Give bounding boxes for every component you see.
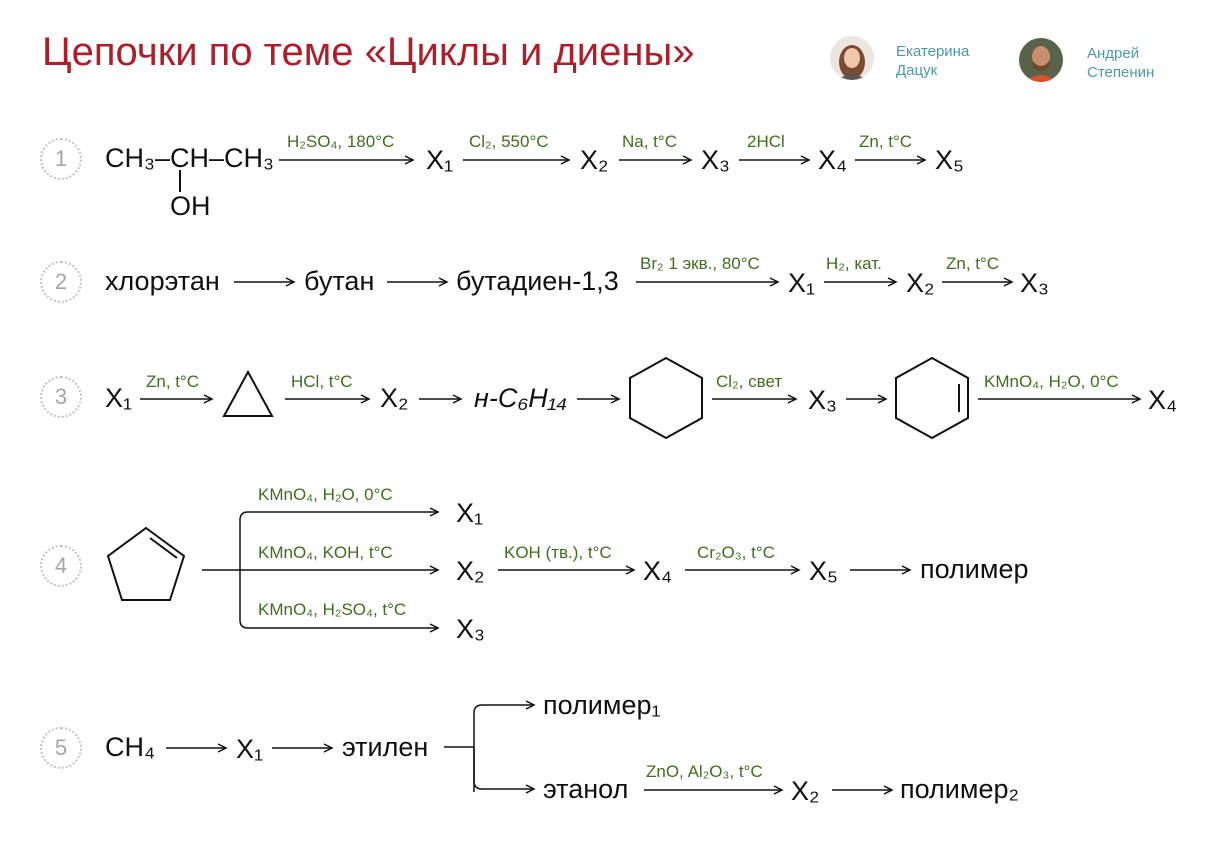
chain2-item: бутан — [304, 266, 375, 296]
author-first-name: Екатерина — [896, 43, 970, 60]
author-name-ekaterina: Екатерина Дацук — [896, 42, 969, 80]
arrow — [855, 155, 927, 165]
chain5-item: этанол — [543, 774, 629, 804]
author-name-andrey: Андрей Степенин — [1087, 44, 1154, 82]
chain3-condition: Zn, t°C — [146, 372, 200, 391]
arrow — [234, 277, 296, 287]
cyclohexane-structure — [629, 356, 703, 440]
chain5-item: полимер₂ — [900, 774, 1019, 804]
chain1-condition: 2HCl — [747, 132, 785, 151]
chain1-product: X₅ — [935, 145, 964, 175]
arrow — [387, 277, 449, 287]
chain2-item: бутадиен-1,3 — [456, 266, 619, 296]
chain-number: 3 — [40, 376, 82, 418]
chain2-item: хлорэтан — [105, 266, 220, 296]
arrow — [644, 785, 784, 795]
chain1-condition: Cl₂, 550°C — [469, 132, 549, 151]
arrow — [850, 565, 912, 575]
cyclohexene-structure — [895, 356, 969, 440]
branch-arrows — [444, 700, 536, 794]
arrow — [942, 277, 1014, 287]
chain4-branch-condition: KMnO₄, H₂O, 0°C — [258, 485, 393, 504]
chain3-item: X₂ — [380, 383, 409, 413]
chain4-branch-product: X₂ — [456, 556, 485, 586]
chain4-branch-condition: KMnO₄, KOH, t°C — [258, 543, 393, 562]
arrow — [498, 565, 636, 575]
chain5-item: X₂ — [791, 776, 820, 806]
author-last-name: Степенин — [1087, 64, 1155, 81]
chain2-condition: Zn, t°C — [946, 254, 1000, 273]
arrow — [285, 394, 371, 404]
chain5-item: CH₄ — [105, 732, 156, 762]
author-last-name: Дацук — [896, 62, 938, 79]
chain3-item: X₃ — [808, 385, 838, 415]
arrow — [978, 394, 1142, 404]
branch-arrows — [202, 507, 440, 633]
author-photo-ekaterina — [830, 36, 874, 80]
chain5-condition: ZnO, Al₂O₃, t°C — [646, 762, 763, 781]
chain2-condition: Br₂ 1 экв., 80°C — [640, 254, 760, 273]
chain2-item: X₃ — [1020, 268, 1050, 298]
chain3-item: н-C₆H₁₄ — [474, 383, 568, 413]
arrow — [832, 785, 894, 795]
chain-number: 4 — [40, 545, 82, 587]
arrow — [739, 155, 811, 165]
chain3-item: X₁ — [105, 383, 133, 413]
chain4-item: X₅ — [809, 556, 838, 586]
chain3-condition: Cl₂, свет — [716, 372, 783, 391]
chain4-condition: KOH (тв.), t°C — [504, 543, 612, 562]
chain1-substituent: OH — [170, 191, 211, 221]
chain-number: 5 — [40, 727, 82, 769]
chain2-condition: H₂, кат. — [826, 254, 882, 273]
arrow — [272, 743, 334, 753]
chain1-condition: Zn, t°C — [859, 132, 913, 151]
cyclopropane-structure — [222, 369, 274, 417]
chain1-product: X₃ — [701, 145, 731, 175]
chain4-branch-product: X₃ — [456, 614, 486, 644]
page-title: Цепочки по теме «Циклы и диены» — [42, 30, 695, 74]
arrow — [619, 155, 693, 165]
arrow — [577, 394, 621, 404]
chain4-item: X₄ — [643, 556, 673, 586]
chain1-condition: H₂SO₄, 180°C — [287, 132, 395, 151]
chain5-item: этилен — [342, 732, 429, 762]
chain1-condition: Na, t°C — [622, 132, 677, 151]
chain3-item: X₄ — [1148, 385, 1178, 415]
chain2-item: X₂ — [906, 268, 935, 298]
arrow — [824, 277, 898, 287]
arrow — [712, 394, 798, 404]
arrow — [140, 394, 214, 404]
chain1-product: X₂ — [580, 145, 609, 175]
arrow — [419, 394, 463, 404]
cyclopentene-structure — [106, 526, 186, 601]
chain1-bond-line — [179, 170, 181, 192]
author-photo-andrey — [1019, 38, 1063, 82]
chain1-start-formula: CH₃–CH–CH₃ — [105, 143, 275, 173]
arrow — [636, 277, 780, 287]
chain4-condition: Cr₂O₃, t°C — [697, 543, 775, 562]
chain3-condition: KMnO₄, H₂O, 0°C — [984, 372, 1119, 391]
arrow — [279, 155, 415, 165]
chain2-item: X₁ — [788, 268, 816, 298]
author-first-name: Андрей — [1087, 45, 1140, 62]
arrow — [685, 565, 801, 575]
chain4-branch-condition: KMnO₄, H₂SO₄, t°C — [258, 600, 407, 619]
chain3-condition: HCl, t°C — [291, 372, 353, 391]
chain-number: 1 — [40, 138, 82, 180]
chain-number: 2 — [40, 261, 82, 303]
arrow — [463, 155, 571, 165]
chain4-branch-product: X₁ — [456, 498, 484, 528]
chain4-item: полимер — [920, 554, 1029, 584]
chain5-item: X₁ — [236, 734, 264, 764]
chain1-product: X₁ — [426, 145, 454, 175]
arrow — [846, 394, 888, 404]
arrow — [166, 743, 228, 753]
chain5-branch-product: полимер₁ — [543, 690, 661, 720]
chain1-product: X₄ — [818, 145, 848, 175]
